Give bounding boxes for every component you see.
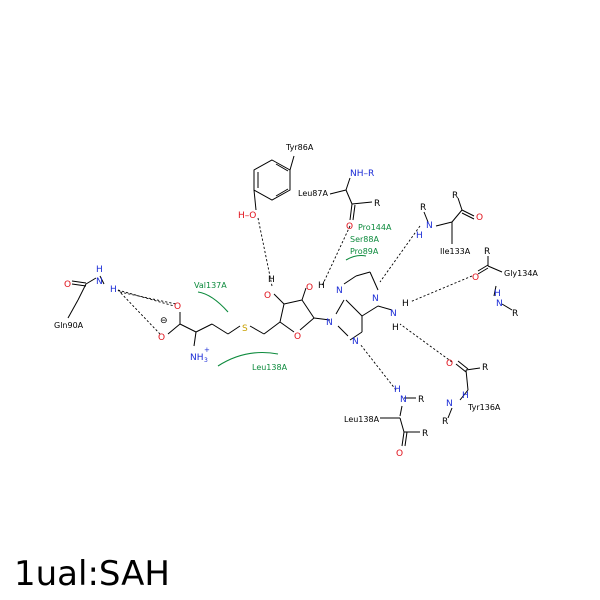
label-tyr86: Tyr86A — [285, 143, 314, 152]
ile133-o: O — [476, 213, 483, 223]
atom-h2: H — [268, 275, 275, 285]
label-gly134: Gly134A — [504, 269, 538, 278]
arc-ser88 — [345, 254, 367, 261]
leu138-h: H — [394, 385, 401, 395]
page-title: 1ual:SAH — [14, 554, 170, 594]
atom-o: O — [158, 333, 165, 343]
gly134-r: R — [484, 247, 490, 257]
residue-atoms: H–O NH–R R O R N H R O R O N H R O N H H… — [64, 169, 518, 459]
hbond-gln90-o1 — [117, 289, 175, 307]
label-leu138-arc: Leu138A — [252, 363, 288, 372]
atom-n-amine: NH — [190, 353, 204, 363]
leu138-residue — [380, 397, 420, 447]
atom-n7: N — [352, 337, 359, 347]
tyr136-n: N — [446, 399, 453, 409]
leu87-residue — [329, 177, 373, 221]
hydrophobic-contacts — [197, 254, 367, 367]
tyr136-r: R — [442, 417, 448, 427]
tyr86-residue — [253, 155, 295, 211]
ile133-r-top: R — [420, 203, 426, 213]
atom-sd: S — [242, 324, 248, 334]
atom-n-amine-charge: + — [204, 346, 210, 354]
residue-labels: Tyr86A Leu87A Pro144A Ser88A Pro89A Ile1… — [54, 143, 538, 424]
label-val137: Val137A — [194, 281, 227, 290]
atom-n3: N — [336, 286, 343, 296]
atom-n1: N — [372, 294, 379, 304]
gly134-r2: R — [512, 309, 518, 319]
ile133-h: H — [416, 231, 423, 241]
gln90-n: N — [96, 277, 103, 287]
atom-oxt: O — [174, 302, 181, 312]
atom-h6a: H — [402, 299, 409, 309]
tyr136-h: H — [462, 391, 469, 401]
ligand-atoms: N N N N N H H O O O H H S O O ⊖ NH 3 + — [158, 275, 409, 364]
leu138-n: N — [400, 395, 407, 405]
atom-h3: H — [318, 281, 325, 291]
label-pro89: Pro89A — [350, 247, 379, 256]
atom-h6b: H — [392, 323, 399, 333]
label-pro144: Pro144A — [358, 223, 392, 232]
gln90-h: H — [110, 285, 117, 295]
tyr86-hydroxyl: H–O — [238, 211, 256, 221]
leu138-o: O — [396, 449, 403, 459]
label-leu138: Leu138A — [344, 415, 380, 424]
label-tyr136: Tyr136A — [467, 403, 501, 412]
label-leu87: Leu87A — [298, 189, 328, 198]
ile133-n: N — [426, 221, 433, 231]
gly134-h: H — [494, 289, 501, 299]
ile133-residue — [423, 197, 475, 244]
gln90-residue — [67, 275, 105, 319]
gly134-o: O — [472, 273, 479, 283]
arc-val137 — [197, 291, 229, 313]
label-ile133: Ile133A — [440, 247, 471, 256]
hbond-gln90-o2 — [117, 289, 161, 335]
leu138-r: R — [422, 429, 428, 439]
leu87-nh: NH–R — [350, 169, 374, 179]
atom-minus: ⊖ — [160, 316, 168, 326]
hydrogen-bonds — [117, 217, 473, 391]
tyr136-residue — [447, 360, 481, 419]
tyr136-r-right: R — [482, 363, 488, 373]
atom-o3: O — [306, 283, 313, 293]
label-ser88: Ser88A — [350, 235, 379, 244]
label-gln90: Gln90A — [54, 321, 84, 330]
leu87-r: R — [374, 199, 380, 209]
ligand-bonds — [167, 271, 393, 347]
leu87-o: O — [346, 222, 353, 232]
atom-o2: O — [264, 291, 271, 301]
gln90-o: O — [64, 280, 71, 290]
hbond-gln90-o3 — [119, 291, 177, 305]
hbond-tyr86-o2 — [257, 217, 273, 287]
hbond-tyr136-n6 — [399, 323, 453, 363]
atom-o4: O — [294, 332, 301, 342]
leu138-r-top: R — [418, 395, 424, 405]
hbond-leu87-o3 — [321, 225, 351, 287]
gly134-n: N — [496, 299, 503, 309]
gly134-residue — [477, 256, 513, 311]
hbond-gly134-n6 — [409, 275, 473, 303]
hbond-leu138-n7 — [359, 343, 397, 391]
atom-n9: N — [326, 318, 333, 328]
arc-leu138 — [217, 351, 279, 367]
gln90-h-top: H — [96, 265, 103, 275]
ile133-r-right: R — [452, 191, 458, 201]
hbond-ile133-n1 — [379, 225, 421, 283]
atom-n-amine-sub: 3 — [204, 357, 208, 364]
tyr136-o: O — [446, 359, 453, 369]
atom-n6: N — [390, 309, 397, 319]
